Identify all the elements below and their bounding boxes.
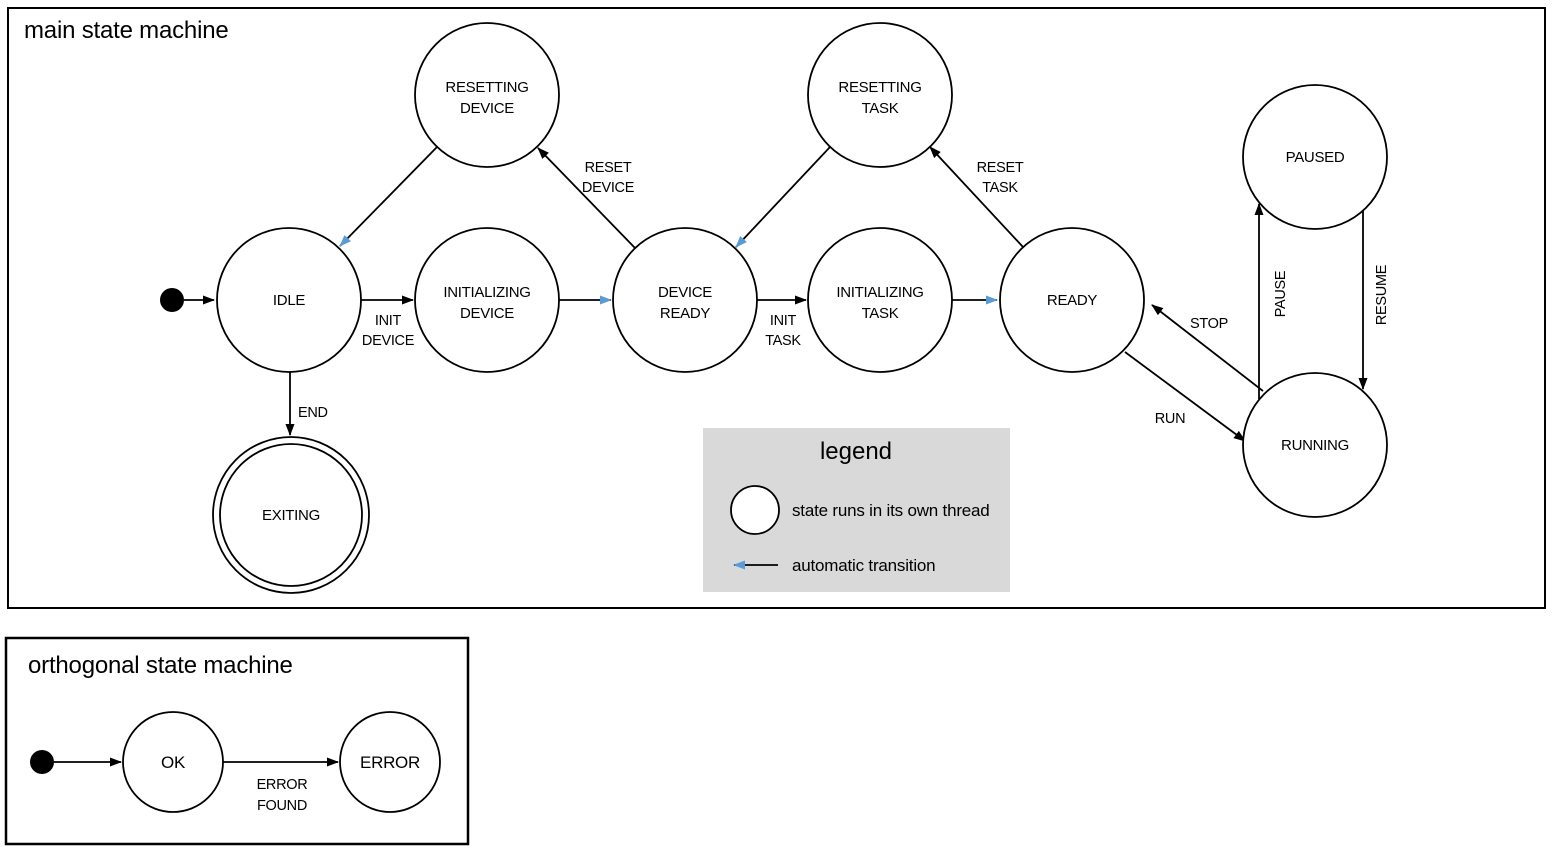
state-resetting-device-label-line1: RESETTING — [445, 79, 528, 96]
legend-thread-state-icon — [730, 485, 780, 535]
state-ready: READY — [999, 227, 1145, 373]
orthogonal-machine-frame — [4, 636, 470, 846]
state-paused-label: PAUSED — [1286, 149, 1345, 166]
transition-label-init-device-line1: INIT — [375, 313, 402, 329]
state-resetting-device: RESETTING DEVICE — [414, 22, 560, 168]
transition-auto-resetting-task-to-device-ready — [735, 146, 831, 248]
main-machine-frame — [7, 7, 1546, 609]
state-idle-label: IDLE — [273, 292, 305, 309]
transition-label-pause: PAUSE — [1273, 270, 1289, 317]
state-idle-circle — [216, 227, 362, 373]
transition-label-reset-device-line2: DEVICE — [582, 180, 635, 196]
state-ready-circle — [999, 227, 1145, 373]
transition-running-to-ready — [1151, 304, 1264, 392]
state-initializing-task-circle — [807, 227, 953, 373]
transition-label-reset-device-line1: RESET — [585, 160, 632, 176]
state-resetting-task-label-line1: RESETTING — [838, 79, 921, 96]
state-initializing-device-circle — [414, 227, 560, 373]
transition-label-stop: STOP — [1190, 316, 1228, 332]
legend: legend state runs in its own thread auto… — [703, 428, 1010, 592]
state-ok: OK — [122, 711, 224, 813]
transition-label-run: RUN — [1155, 411, 1186, 427]
legend-title: legend — [820, 438, 892, 465]
legend-thread-item-label: state runs in its own thread — [792, 501, 990, 520]
main-machine-title: main state machine — [24, 17, 229, 44]
state-initializing-task: INITIALIZING TASK — [807, 227, 953, 373]
transition-label-reset-task-line2: TASK — [982, 180, 1018, 196]
transition-ready-to-resetting-task — [929, 146, 1024, 248]
transition-label-error-found-line1: ERROR — [257, 777, 308, 793]
state-exiting-label: EXITING — [262, 507, 320, 524]
transition-label-init-device-line2: DEVICE — [362, 333, 415, 349]
state-exiting-final: EXITING — [212, 436, 370, 594]
transition-label-init-task-line1: INIT — [770, 313, 797, 329]
state-idle: IDLE — [216, 227, 362, 373]
state-resetting-task: RESETTING TASK — [807, 22, 953, 168]
state-ready-label: READY — [1047, 292, 1097, 309]
transition-auto-resetting-device-to-idle — [339, 146, 438, 247]
state-ok-circle — [122, 711, 224, 813]
state-initializing-task-label-line1: INITIALIZING — [836, 284, 923, 301]
transition-label-end: END — [298, 405, 328, 421]
state-error-circle — [339, 711, 441, 813]
state-device-ready: DEVICE READY — [612, 227, 758, 373]
transition-label-resume: RESUME — [1374, 264, 1390, 325]
state-resetting-task-circle — [807, 22, 953, 168]
state-exiting-inner-circle — [219, 443, 363, 587]
state-paused: PAUSED — [1242, 84, 1388, 230]
orthogonal-machine-title: orthogonal state machine — [28, 652, 293, 679]
initial-state-dot — [160, 288, 184, 312]
state-resetting-device-circle — [414, 22, 560, 168]
state-running: RUNNING — [1242, 372, 1388, 518]
state-initializing-device: INITIALIZING DEVICE — [414, 227, 560, 373]
orthogonal-initial-state-dot — [30, 750, 54, 774]
state-error: ERROR — [339, 711, 441, 813]
transition-device-ready-to-resetting-device — [537, 147, 636, 249]
state-running-label: RUNNING — [1281, 437, 1349, 454]
transition-label-error-found-line2: FOUND — [257, 798, 307, 814]
state-error-label: ERROR — [360, 753, 420, 772]
state-resetting-task-label-line2: TASK — [862, 100, 899, 117]
state-initializing-device-label-line2: DEVICE — [460, 305, 514, 322]
transition-ready-to-running — [1124, 351, 1246, 442]
state-device-ready-label-line2: READY — [660, 305, 710, 322]
state-device-ready-circle — [612, 227, 758, 373]
state-ok-label: OK — [161, 753, 186, 772]
orthogonal-machine: orthogonal state machine ERROR FOUND OK … — [4, 636, 470, 846]
state-paused-circle — [1242, 84, 1388, 230]
state-initializing-device-label-line1: INITIALIZING — [443, 284, 530, 301]
state-resetting-device-label-line2: DEVICE — [460, 100, 514, 117]
legend-auto-item-label: automatic transition — [792, 556, 935, 575]
state-device-ready-label-line1: DEVICE — [658, 284, 712, 301]
state-initializing-task-label-line2: TASK — [862, 305, 899, 322]
transition-label-reset-task-line1: RESET — [977, 160, 1024, 176]
transition-label-init-task-line2: TASK — [765, 333, 801, 349]
state-running-circle — [1242, 372, 1388, 518]
